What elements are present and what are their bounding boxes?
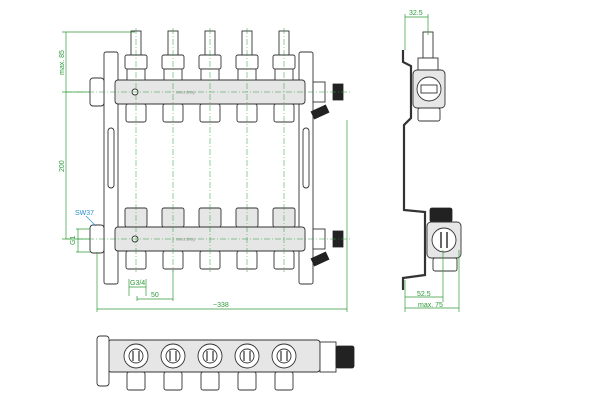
- bottom-view-end-fitting: [319, 341, 337, 373]
- side-top-outlet: [417, 107, 441, 122]
- bottom-view-knob-3: [197, 343, 223, 391]
- side-bracket: [401, 50, 427, 290]
- side-view: [401, 31, 462, 290]
- left-bracket-slot: [107, 127, 115, 189]
- outlet-valves: [124, 28, 296, 272]
- dim-g34: G3/4: [130, 280, 145, 287]
- bottom-view-union: [96, 335, 110, 387]
- front-view: oventrop oventrop: [66, 28, 350, 285]
- top-drain-handle: [310, 104, 330, 120]
- side-flowmeter-nut: [417, 57, 439, 71]
- side-return-valve-cap: [429, 207, 453, 223]
- side-dimensions: 32.5 52.5 max. 75: [404, 10, 460, 312]
- bottom-view: [96, 335, 355, 391]
- right-bracket-slot: [302, 127, 310, 189]
- dim-50: 50: [151, 292, 159, 299]
- top-logo: oventrop: [176, 90, 196, 96]
- side-flowmeter: [422, 31, 434, 59]
- side-bottom-outlet: [432, 257, 458, 272]
- bottom-view-knob-5: [271, 343, 297, 391]
- bottom-view-knob-2: [160, 343, 186, 391]
- bottom-logo: oventrop: [176, 237, 196, 243]
- front-dimensions: max. 85 200 SW37 G1 G3/4 50 ~338: [59, 31, 348, 312]
- outlet-valve-3: [198, 28, 222, 272]
- dim-max-75: max. 75: [418, 302, 443, 309]
- dim-sw37: SW37: [75, 210, 94, 217]
- bottom-view-knob-1: [123, 343, 149, 391]
- side-top-bar-end: [420, 84, 438, 94]
- dim-338: ~338: [213, 302, 229, 309]
- outlet-valve-2: [161, 28, 185, 272]
- bottom-drain-handle: [310, 251, 330, 267]
- dim-32-5: 32.5: [409, 10, 423, 17]
- dim-max-85: max. 85: [59, 50, 66, 75]
- bottom-view-knob-4: [234, 343, 260, 391]
- dim-200: 200: [59, 160, 66, 172]
- outlet-valve-1: [124, 28, 148, 272]
- dim-52-5: 52.5: [417, 291, 431, 298]
- dim-g1: G1: [70, 236, 77, 245]
- outlet-valve-4: [235, 28, 259, 272]
- bottom-view-drain: [335, 345, 355, 369]
- outlet-valve-5: [272, 28, 296, 272]
